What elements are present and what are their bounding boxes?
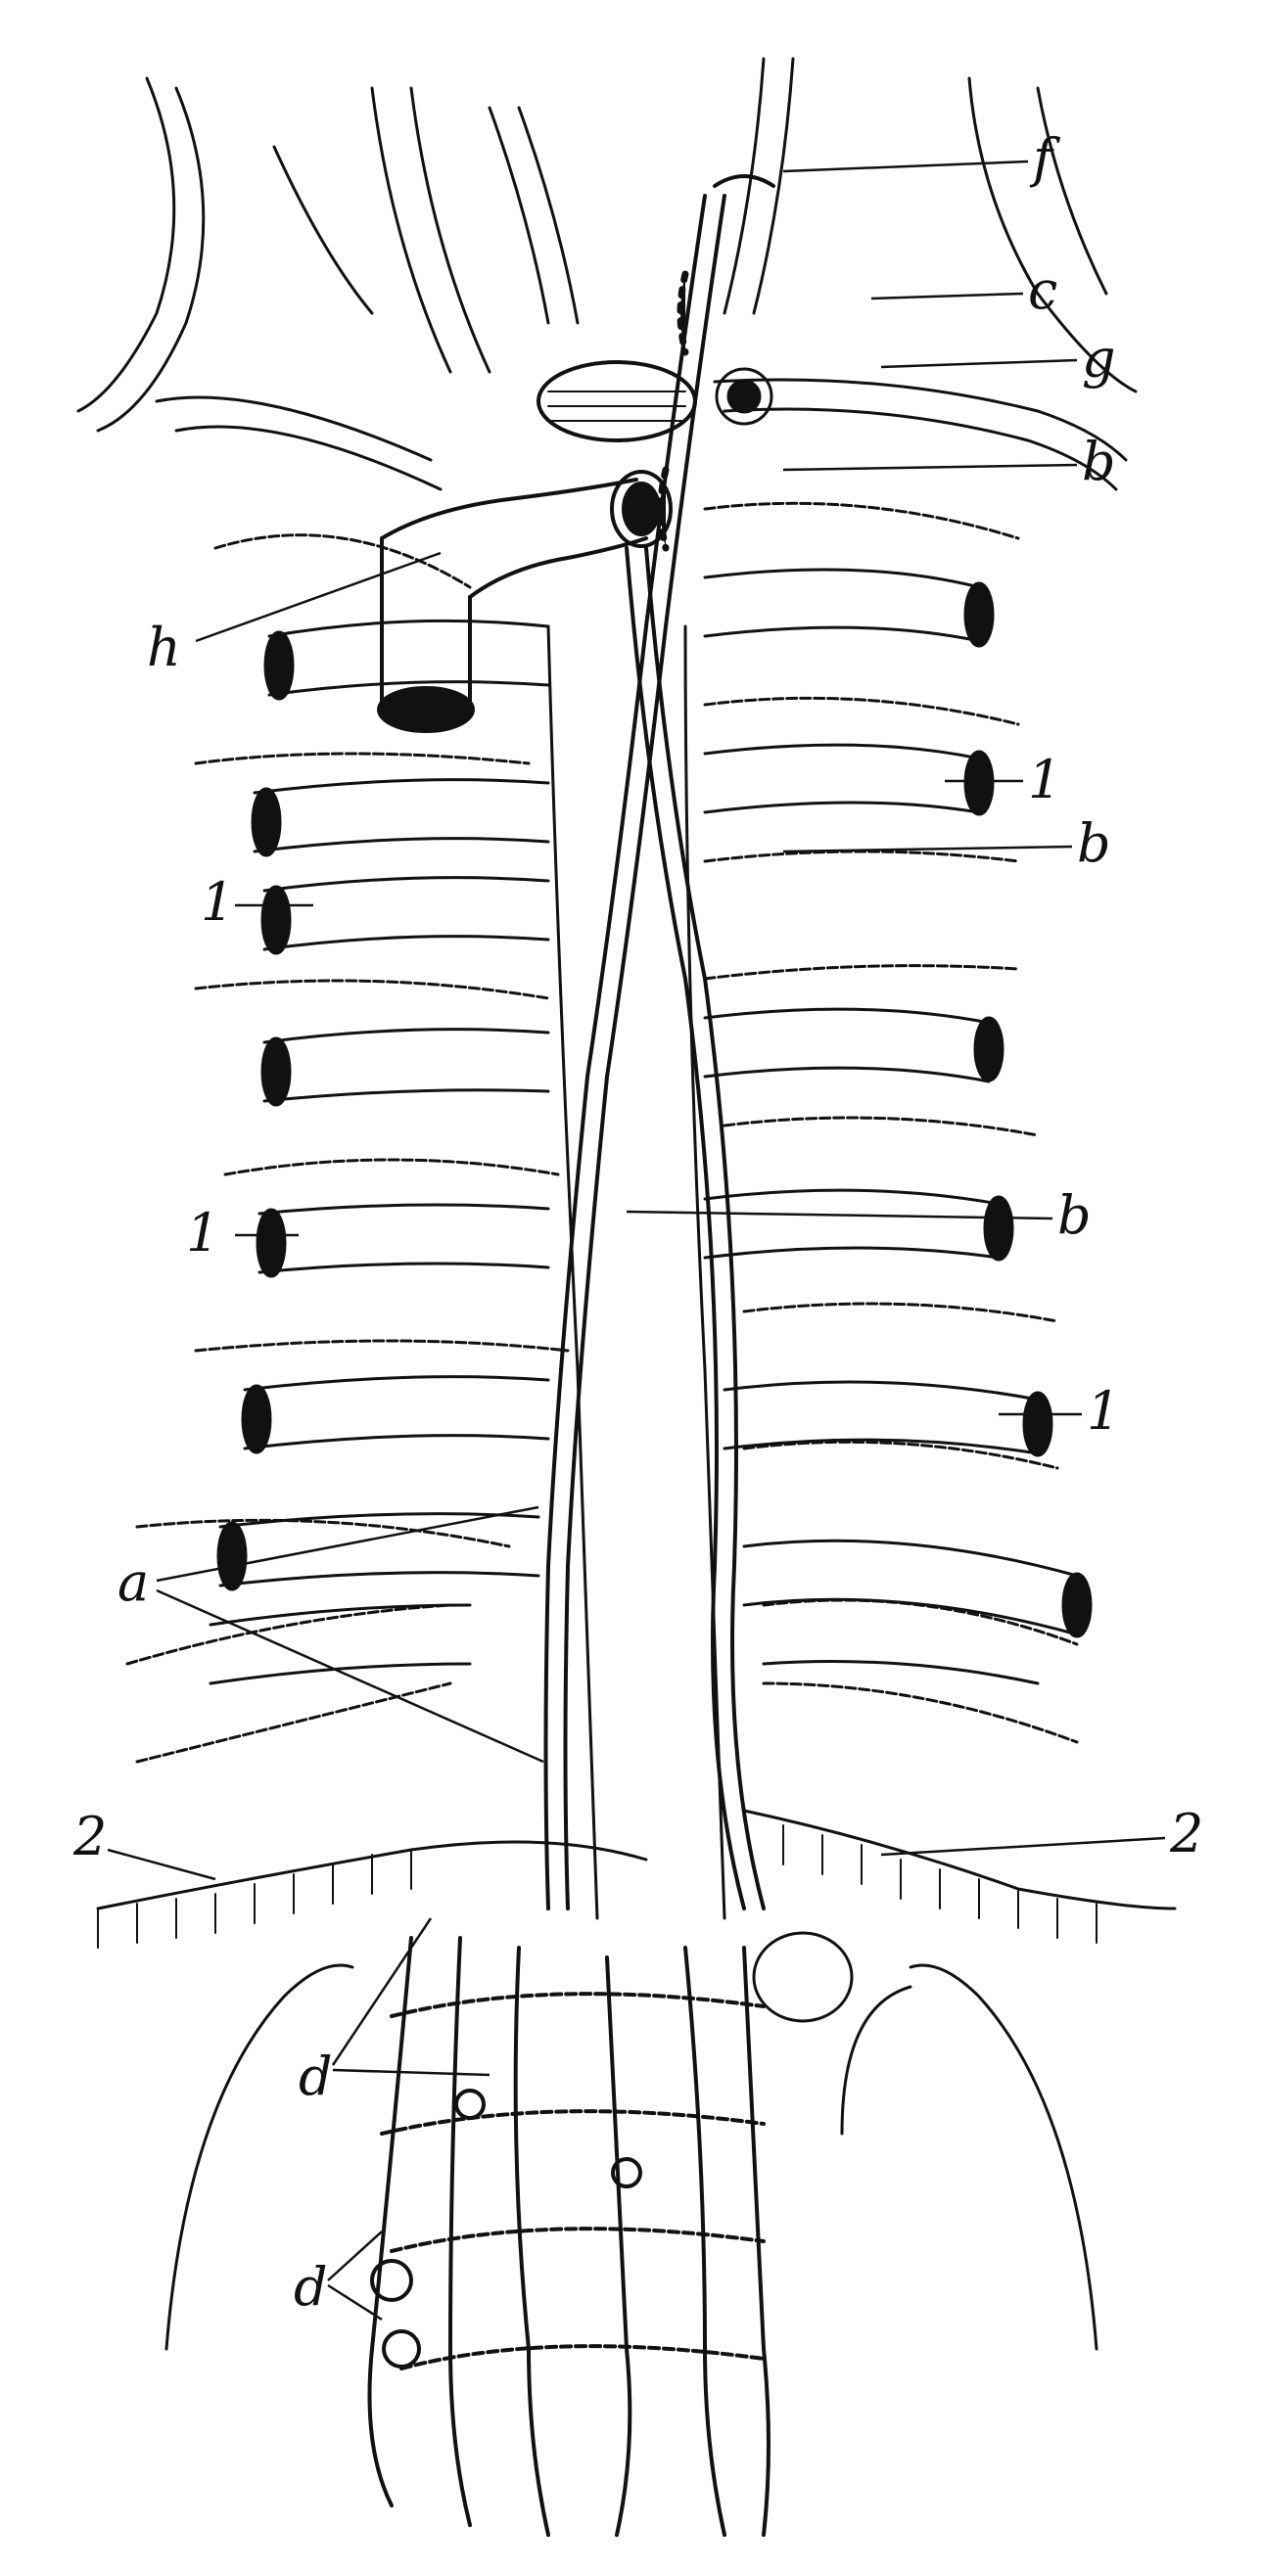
label-h: h: [147, 617, 181, 678]
label-b-mid: b: [1077, 812, 1111, 874]
leader-lines: [107, 160, 1166, 2322]
label-1-left-lower: 1: [186, 1202, 219, 1264]
label-d-lower: d: [294, 2256, 328, 2318]
intercostal-lymphatics: [125, 501, 1079, 1764]
diaphragm: [96, 1809, 1177, 1949]
aorta: [546, 624, 726, 1920]
ribs-right: [703, 568, 1093, 1685]
figure-labels: f c g b h 1 b 1 1 b 1 a 2 2 d d: [72, 127, 1203, 2318]
label-b-top: b: [1082, 431, 1116, 492]
neck-vessels: [76, 57, 1138, 491]
label-f: f: [1029, 127, 1060, 189]
right-lymphatic-trunk: [625, 546, 766, 1910]
ribs-left: [209, 619, 550, 1685]
label-2-left: 2: [72, 1806, 107, 1867]
label-1-right-lower: 1: [1087, 1380, 1120, 1442]
label-2-right: 2: [1169, 1803, 1203, 1864]
label-b-low: b: [1057, 1184, 1092, 1246]
label-c: c: [1028, 259, 1057, 321]
thoracic-duct: [543, 174, 775, 1910]
cisterna-chyli-plexus: [367, 1936, 771, 2537]
label-1-left-upper: 1: [201, 871, 234, 933]
label-g: g: [1082, 328, 1116, 390]
label-1-right-upper: 1: [1028, 749, 1061, 810]
superior-vena-cava: [377, 360, 697, 733]
label-a: a: [117, 1551, 149, 1613]
psoas-muscles: [164, 1931, 1098, 2351]
label-d-upper: d: [299, 2046, 333, 2107]
